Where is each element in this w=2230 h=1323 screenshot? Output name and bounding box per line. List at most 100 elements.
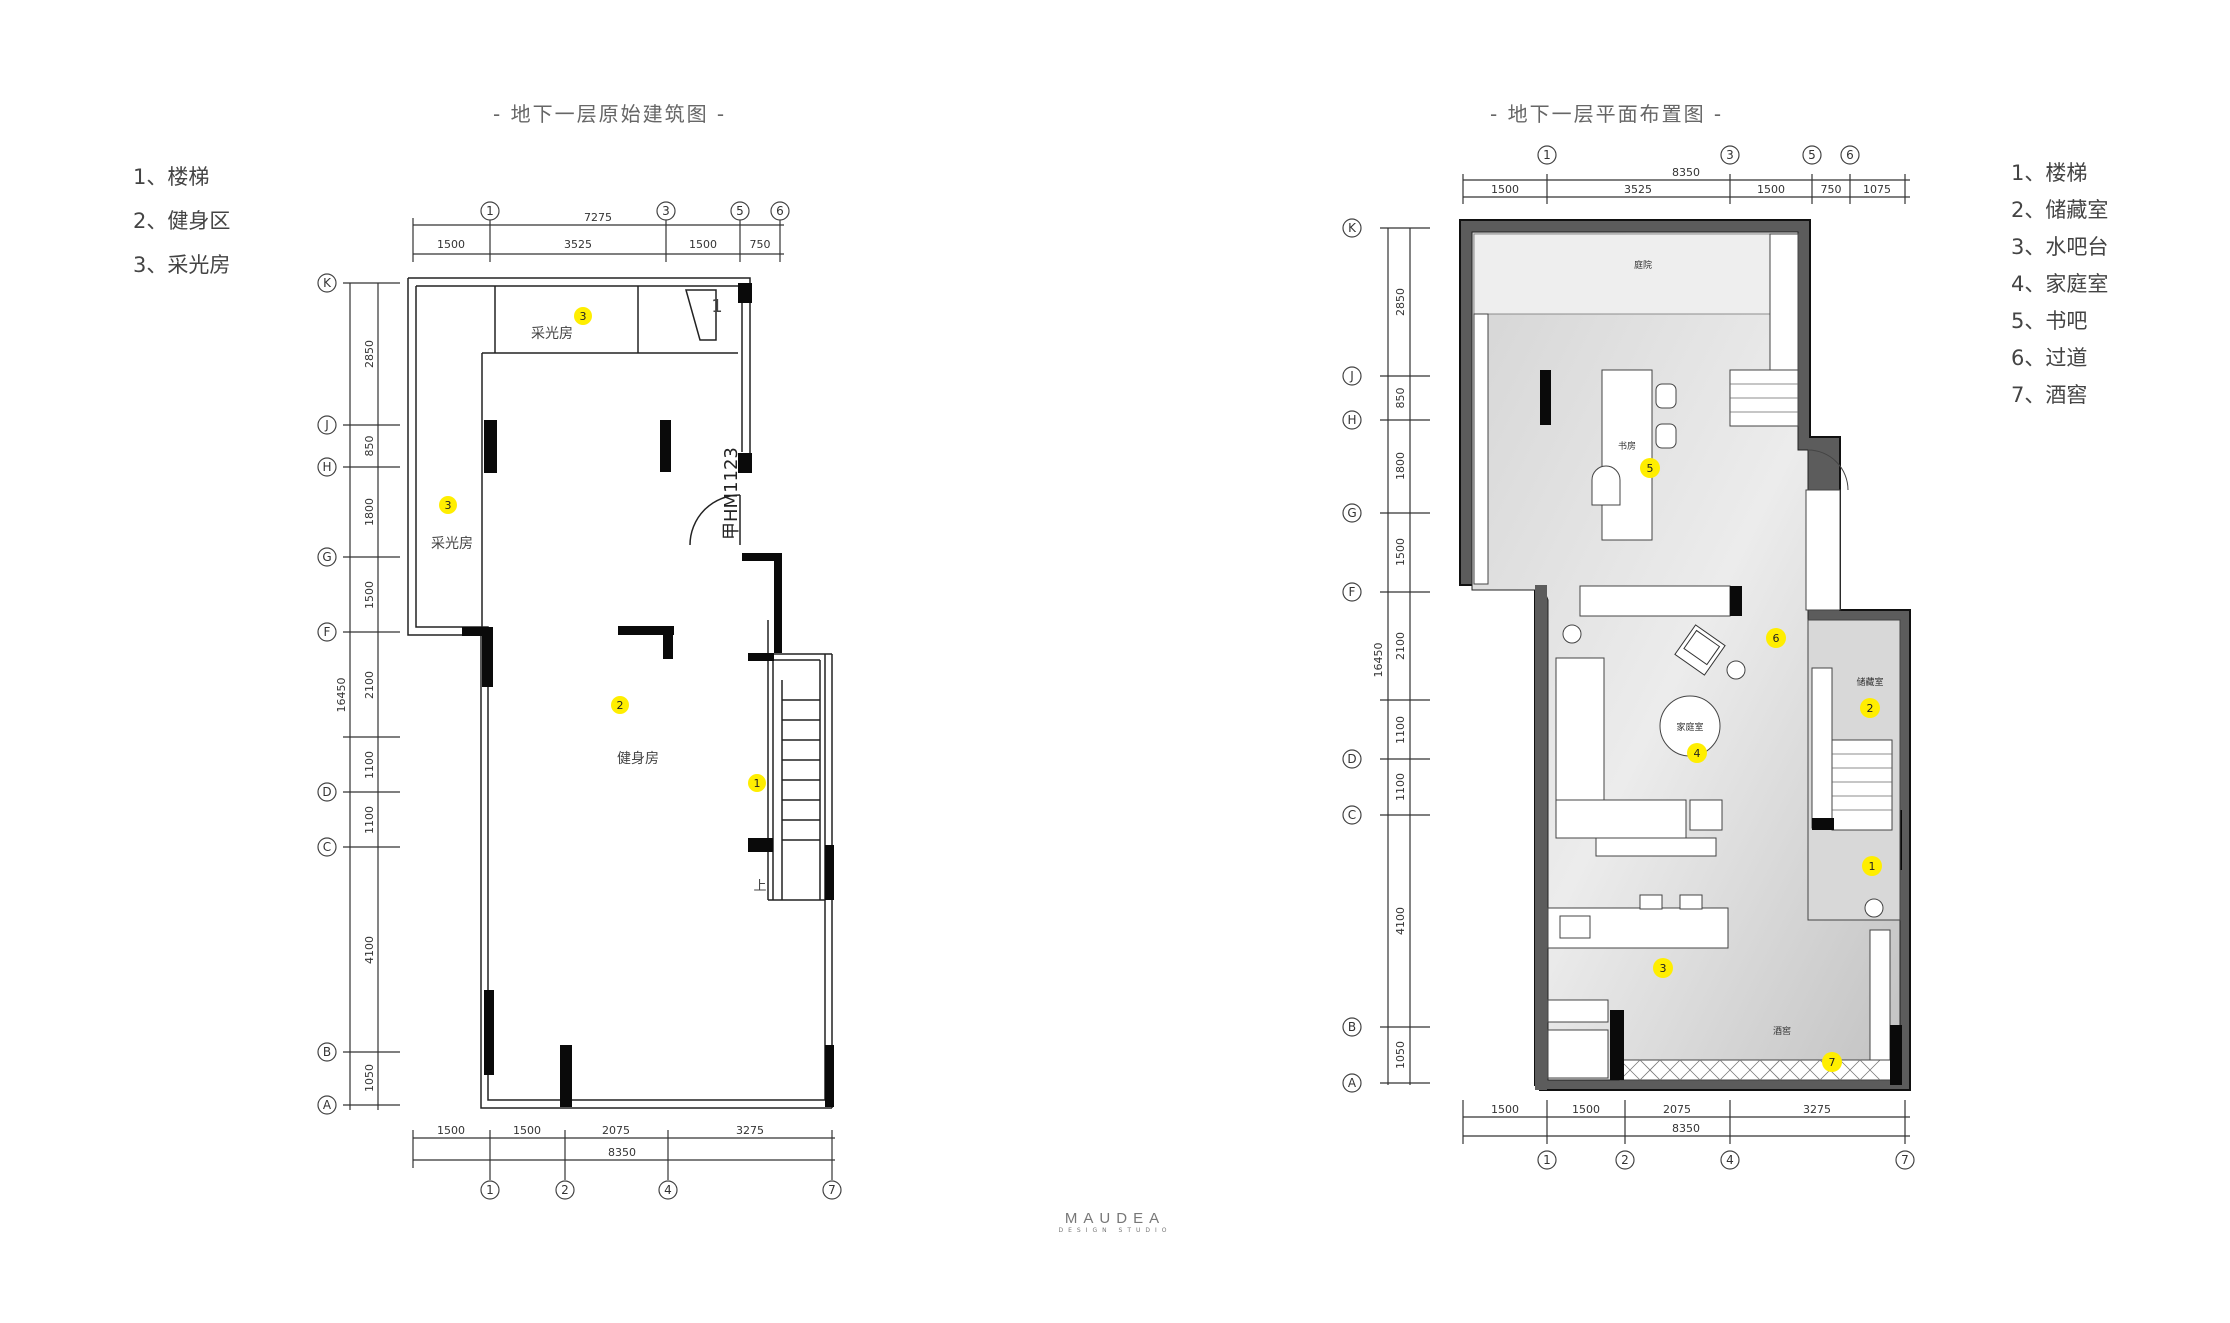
dimension-label: 3525 (564, 238, 592, 251)
room-label: 健身房 (617, 751, 659, 767)
dimension-label: 8350 (608, 1146, 636, 1159)
axis-label: A (1348, 1076, 1357, 1090)
legend-item: 1、楼梯 (2011, 161, 2088, 185)
axis-label: J (324, 418, 329, 432)
axis-label: K (323, 276, 332, 290)
dimension-label: 16450 (1372, 643, 1385, 678)
dimension-label: 1800 (1394, 452, 1407, 480)
axis-label: 6 (1846, 148, 1854, 162)
dimension-label: 3275 (736, 1124, 764, 1137)
axis-label: H (322, 460, 331, 474)
original-legend: 1、楼梯 2、健身区 3、采光房 (133, 155, 230, 287)
dimension-label: 750 (1821, 183, 1842, 196)
dimension-label: 3275 (1803, 1103, 1831, 1116)
brand-subtitle: DESIGN STUDIO (1058, 1227, 1172, 1234)
room-label: 庭院 (1634, 259, 1652, 271)
layout-markers (1640, 458, 1882, 1072)
dimension-label: 1500 (437, 238, 465, 251)
axis-label: 4 (664, 1183, 672, 1197)
axis-label: D (322, 785, 331, 799)
dimension-label: 750 (750, 238, 771, 251)
dimension-label: 4100 (363, 936, 376, 964)
axis-label: B (1348, 1020, 1356, 1034)
stair-up-label: 上 (753, 879, 766, 894)
marker-label: 3 (445, 499, 452, 512)
marker-label: 6 (1773, 632, 1780, 645)
axis-label: 7 (1901, 1153, 1909, 1167)
brand-name: MAUDEA (1064, 1210, 1166, 1227)
dimension-label: 1500 (363, 581, 376, 609)
stair-marker: 1 (711, 296, 722, 317)
room-label: 书房 (1618, 440, 1636, 452)
axis-label: K (1348, 221, 1357, 235)
axis-label: C (1348, 808, 1356, 822)
marker-label: 1 (1869, 860, 1876, 873)
original-markers (439, 307, 766, 792)
room-label: 酒窖 (1773, 1025, 1791, 1037)
layout-plan-title: - 地下一层平面布置图 - (1490, 102, 1724, 126)
dimension-label: 1050 (363, 1064, 376, 1092)
axis-label: A (323, 1098, 332, 1112)
axis-label: 1 (486, 204, 494, 218)
axis-label: 3 (662, 204, 670, 218)
dimension-label: 1050 (1394, 1041, 1407, 1069)
dimension-label: 2075 (1663, 1103, 1691, 1116)
axis-label: 1 (486, 1183, 494, 1197)
dimension-label: 4100 (1394, 907, 1407, 935)
marker-label: 3 (580, 310, 587, 323)
dimension-label: 850 (1394, 388, 1407, 409)
axis-label: 5 (736, 204, 744, 218)
dimension-label: 16450 (335, 678, 348, 713)
dimension-label: 1500 (437, 1124, 465, 1137)
dimension-label: 2850 (1394, 288, 1407, 316)
legend-item: 5、书吧 (2011, 309, 2088, 333)
axis-label: 5 (1808, 148, 1816, 162)
layout-legend: 1、楼梯 2、储藏室 3、水吧台 4、家庭室 5、书吧 6、过道 7、酒窖 (2011, 155, 2108, 414)
dimension-label: 1500 (1491, 1103, 1519, 1116)
marker-label: 2 (617, 699, 624, 712)
marker-label: 5 (1647, 462, 1654, 475)
dimension-label: 2100 (1394, 632, 1407, 660)
dimension-label: 1500 (513, 1124, 541, 1137)
room-label: 家庭室 (1676, 721, 1703, 733)
dimension-label: 8350 (1672, 1122, 1700, 1135)
axis-label: H (1347, 413, 1356, 427)
axis-label: 1 (1543, 1153, 1551, 1167)
axis-label: C (323, 840, 331, 854)
brand-logo: MAUDEA DESIGN STUDIO (1055, 1210, 1175, 1234)
dimension-label: 2100 (363, 671, 376, 699)
marker-label: 4 (1694, 747, 1701, 760)
dimension-label: 2075 (602, 1124, 630, 1137)
legend-item: 2、储藏室 (2011, 198, 2109, 222)
dimension-label: 1500 (1394, 538, 1407, 566)
axis-label: 1 (1543, 148, 1551, 162)
room-label: 储藏室 (1856, 676, 1883, 688)
axis-label: 2 (1621, 1153, 1629, 1167)
legend-item: 3、采光房 (133, 253, 231, 277)
marker-label: 2 (1867, 702, 1874, 715)
legend-item: 7、酒窖 (2011, 383, 2088, 407)
dimension-label: 3525 (1624, 183, 1652, 196)
dimension-label: 1100 (363, 806, 376, 834)
room-label: 采光房 (431, 536, 473, 552)
axis-label: 2 (561, 1183, 569, 1197)
axis-label: F (324, 625, 331, 639)
axis-label: G (1347, 506, 1356, 520)
dimension-label: 8350 (1672, 166, 1700, 179)
room-label: 采光房 (531, 326, 573, 342)
dimension-label: 2850 (363, 340, 376, 368)
dimension-label: 1100 (363, 751, 376, 779)
axis-label: B (323, 1045, 331, 1059)
dimension-label: 1500 (1572, 1103, 1600, 1116)
marker-label: 7 (1829, 1056, 1836, 1069)
axis-label: 3 (1726, 148, 1734, 162)
axis-label: 4 (1726, 1153, 1734, 1167)
dimension-label: 7275 (584, 211, 612, 224)
axis-label: G (322, 550, 331, 564)
marker-label: 3 (1660, 962, 1667, 975)
dimension-label: 1500 (689, 238, 717, 251)
door-label: 甲HM1123 (721, 447, 742, 540)
legend-item: 4、家庭室 (2011, 272, 2109, 296)
